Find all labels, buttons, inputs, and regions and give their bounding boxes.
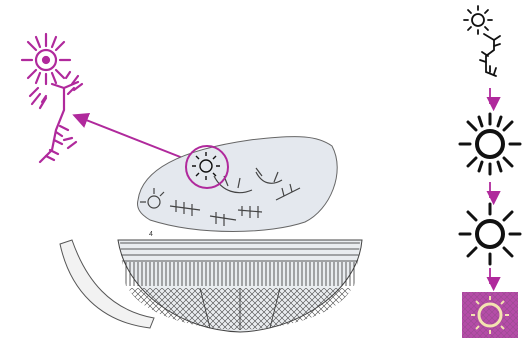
original-motif	[464, 6, 500, 76]
zoom-arrow	[76, 116, 188, 160]
simplified-sun	[460, 204, 520, 264]
magenta-sketch	[22, 34, 82, 162]
sequence-column	[460, 6, 520, 338]
redrawn-sun	[460, 114, 520, 174]
color-photo-detail	[462, 292, 518, 338]
ceramic-bowl-bottom	[118, 240, 362, 332]
fragment-label: 4	[149, 231, 153, 238]
